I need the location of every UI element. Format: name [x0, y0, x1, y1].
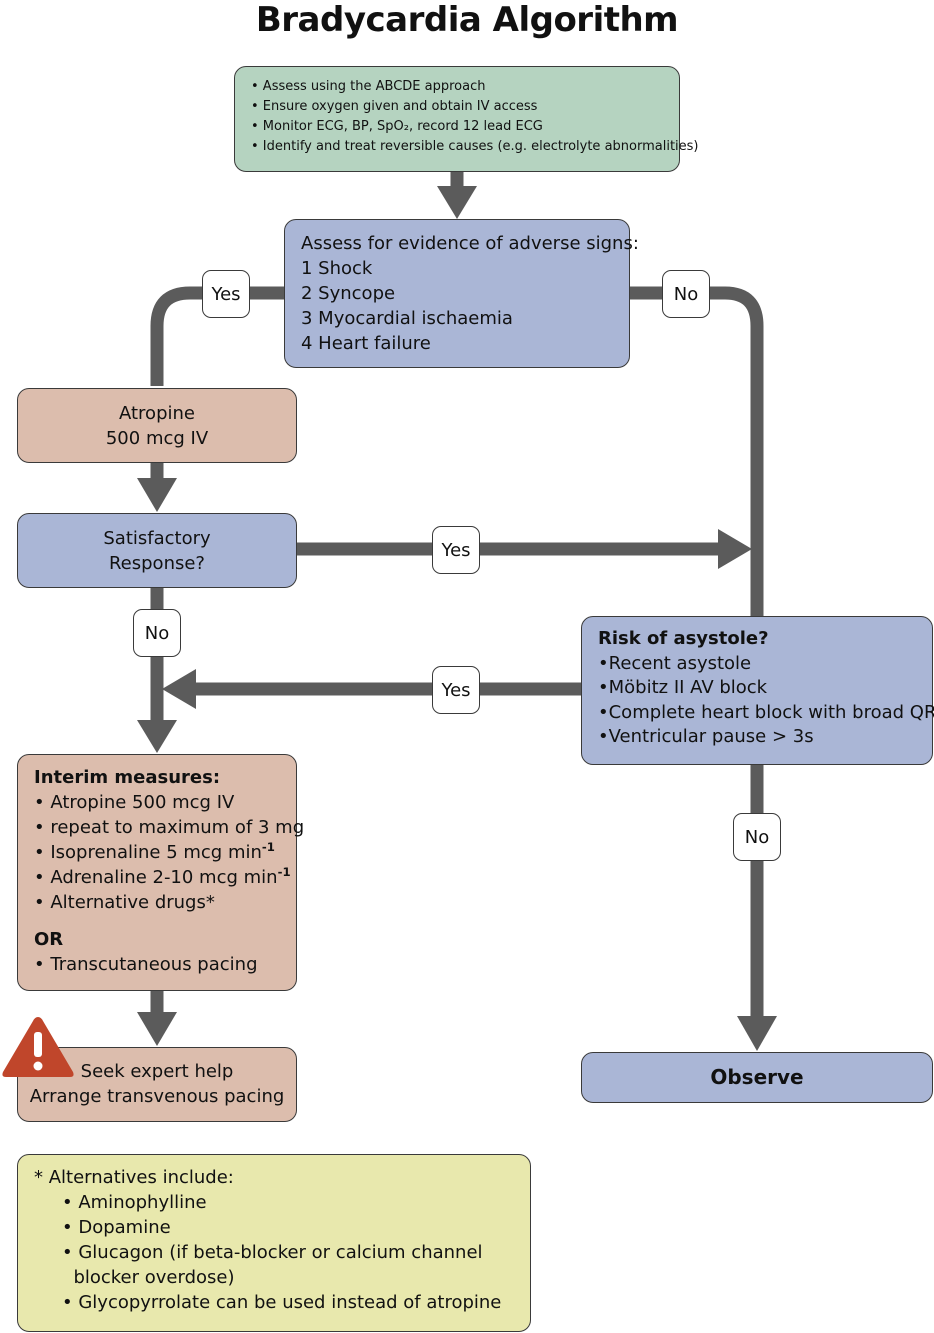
alternative-item: • Glycopyrrolate can be used instead of …	[62, 1292, 502, 1313]
interim-or: OR	[34, 929, 64, 950]
risk-item: •Ventricular pause > 3s	[598, 726, 814, 747]
connector-adverse-no	[630, 286, 764, 616]
expert-line: Arrange transvenous pacing	[29, 1086, 285, 1107]
arrowhead-assess-to-adverse	[437, 186, 477, 219]
atropine-dose: 500 mcg IV	[105, 428, 209, 449]
assess-item: • Ensure oxygen given and obtain IV acce…	[251, 99, 538, 114]
alternatives-heading: * Alternatives include:	[34, 1167, 234, 1188]
adverse-signs-box: Assess for evidence of adverse signs: 1 …	[284, 219, 639, 368]
adverse-item: 3 Myocardial ischaemia	[301, 308, 513, 329]
arrowhead-satisfactory-yes	[718, 529, 752, 569]
adverse-no-label: No	[662, 270, 710, 318]
interim-item: • Atropine 500 mcg IV	[34, 792, 235, 813]
satisfactory-response-box: Satisfactory Response?	[17, 513, 297, 588]
arrowhead-satisfactory-no	[137, 720, 177, 753]
observe-box: Observe	[581, 1052, 933, 1103]
arrowhead-risk-yes	[162, 669, 196, 709]
adverse-item: 1 Shock	[301, 258, 373, 279]
assess-box: • Assess using the ABCDE approach • Ensu…	[234, 66, 699, 172]
assess-item: • Monitor ECG, BP, SpO₂, record 12 lead …	[251, 119, 543, 134]
interim-item: • Alternative drugs*	[34, 892, 215, 913]
arrowhead-adverse-yes	[137, 478, 177, 512]
per-minute-exponent: -1	[261, 840, 275, 854]
alternative-item: blocker overdose)	[62, 1267, 235, 1288]
alternatives-box: * Alternatives include: • Aminophylline …	[17, 1154, 531, 1332]
isoprenaline-text: • Isoprenaline 5 mcg min	[34, 842, 262, 863]
interim-heading: Interim measures:	[34, 767, 221, 788]
per-minute-exponent: -1	[277, 865, 291, 879]
observe-label: Observe	[710, 1065, 804, 1089]
interim-item-adrenaline: • Adrenaline 2-10 mcg min-1	[34, 865, 296, 890]
alternative-item: • Aminophylline	[62, 1192, 207, 1213]
interim-item: • Transcutaneous pacing	[34, 954, 258, 975]
adverse-item: 2 Syncope	[301, 283, 396, 304]
interim-item-isoprenaline: • Isoprenaline 5 mcg min-1	[34, 840, 296, 865]
interim-item: • repeat to maximum of 3 mg	[34, 817, 305, 838]
alternative-item: • Dopamine	[62, 1217, 171, 1238]
satisfactory-line: Response?	[108, 553, 205, 574]
atropine-line: Atropine	[119, 403, 195, 424]
satisfactory-yes-label: Yes	[432, 526, 480, 574]
arrowhead-risk-no	[737, 1016, 777, 1051]
alternative-item: • Glucagon (if beta-blocker or calcium c…	[62, 1242, 483, 1263]
adverse-yes-label: Yes	[202, 270, 250, 318]
risk-item: •Complete heart block with broad QRS	[598, 701, 934, 723]
satisfactory-line: Satisfactory	[103, 528, 211, 549]
risk-yes-label: Yes	[432, 666, 480, 714]
assess-item: • Identify and treat reversible causes (…	[251, 139, 699, 154]
assess-item: • Assess using the ABCDE approach	[251, 79, 486, 94]
atropine-box: Atropine 500 mcg IV	[17, 388, 297, 463]
risk-of-asystole-box: Risk of asystole? •Recent asystole •Möbi…	[581, 616, 934, 765]
risk-item: •Recent asystole	[598, 652, 752, 674]
risk-item: •Möbitz II AV block	[598, 677, 768, 698]
adrenaline-text: • Adrenaline 2-10 mcg min	[34, 867, 278, 888]
page-title: Bradycardia Algorithm	[255, 0, 679, 40]
interim-measures-box: Interim measures: • Atropine 500 mcg IV …	[17, 754, 305, 991]
adverse-heading: Assess for evidence of adverse signs:	[301, 233, 639, 254]
adverse-item: 4 Heart failure	[301, 333, 431, 354]
satisfactory-no-label: No	[133, 609, 181, 657]
arrowhead-interim-to-expert	[137, 1012, 177, 1046]
warning-triangle-icon	[2, 1017, 74, 1077]
expert-line: Seek expert help	[80, 1061, 234, 1082]
risk-no-label: No	[733, 813, 781, 861]
connector-adverse-yes	[150, 286, 286, 386]
risk-heading: Risk of asystole?	[598, 628, 769, 649]
